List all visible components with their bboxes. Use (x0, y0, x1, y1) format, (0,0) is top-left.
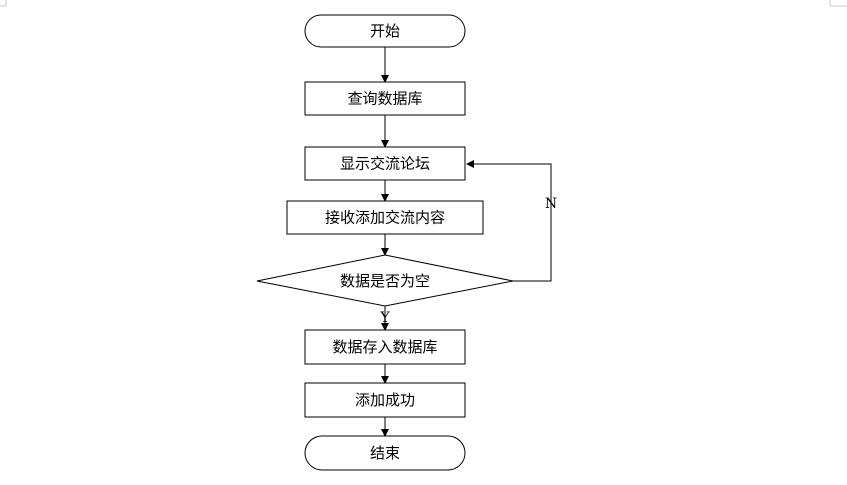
save-database-label: 数据存入数据库 (332, 338, 437, 356)
decision-label: 数据是否为空 (340, 272, 430, 290)
receive-content-label: 接收添加交流内容 (325, 209, 445, 227)
show-forum-node: 显示交流论坛 (304, 146, 466, 181)
query-database-label: 查询数据库 (347, 90, 422, 108)
no-branch-label: N (545, 196, 557, 212)
success-label: 添加成功 (355, 391, 415, 409)
end-terminator-shape (304, 435, 466, 471)
receive-content-box (286, 200, 484, 235)
start-terminator-shape (304, 14, 466, 48)
success-box (304, 382, 466, 418)
query-database-node: 查询数据库 (304, 81, 466, 116)
receive-content-node: 接收添加交流内容 (286, 200, 484, 235)
success-node: 添加成功 (304, 382, 466, 418)
query-database-box (304, 81, 466, 116)
decision-diamond (256, 254, 514, 307)
save-database-box (304, 329, 466, 365)
end-label: 结束 (370, 444, 400, 462)
end-node: 结束 (304, 435, 466, 471)
decision-node: 数据是否为空 (256, 254, 514, 307)
start-label: 开始 (370, 22, 400, 40)
save-database-node: 数据存入数据库 (304, 329, 466, 365)
show-forum-label: 显示交流论坛 (340, 155, 430, 173)
yes-branch-label: Y (379, 310, 390, 326)
page-corner-marks (0, 0, 847, 7)
show-forum-box (304, 146, 466, 181)
flow-edges (381, 47, 552, 437)
edge-decision-no-loop (466, 160, 552, 282)
start-node: 开始 (304, 14, 466, 48)
